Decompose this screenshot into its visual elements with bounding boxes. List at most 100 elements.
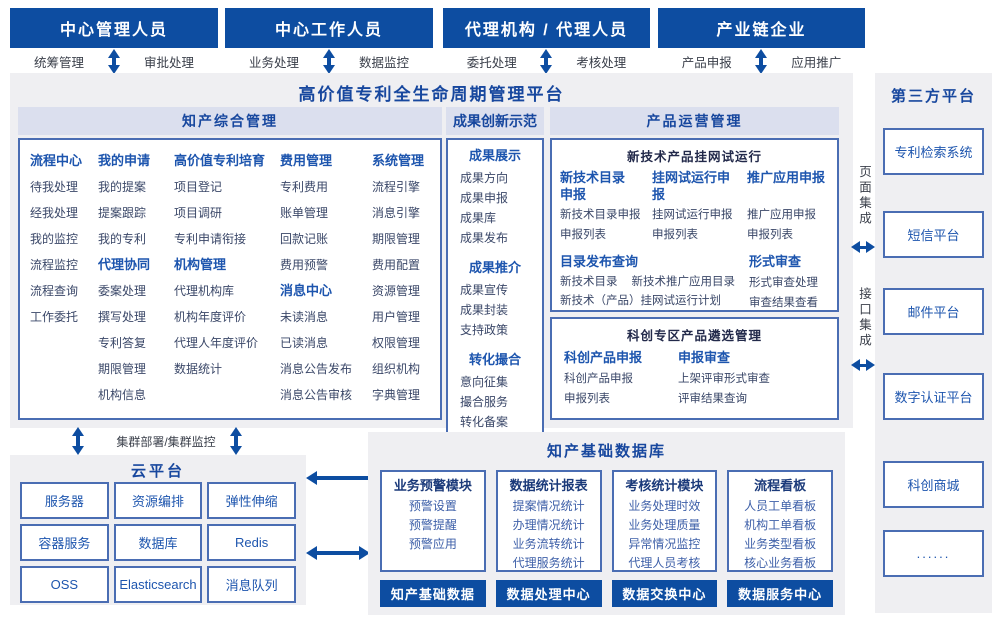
menu-item: 意向征集: [460, 375, 509, 389]
menu-heading: 申报审查: [678, 350, 731, 365]
third-party-panel: 第三方平台 专利检索系统 短信平台 邮件平台 数字认证平台 科创商城 .....…: [875, 73, 992, 613]
up-down-arrow-icon: [755, 48, 768, 74]
section-title: 知产综合管理: [18, 107, 442, 135]
db-footer-bar: 数据交换中心: [611, 580, 718, 607]
platform-panel: 高价值专利全生命周期管理平台 知产综合管理 流程中心 待我处理 经我处理 我的监…: [10, 73, 853, 434]
box-title: 新技术产品挂网试运行: [626, 150, 762, 164]
third-party-box-digital-cert: 数字认证平台: [883, 373, 984, 420]
menu-item: 费用预警: [280, 258, 329, 272]
section-achievement-demo: 成果创新示范 成果展示 成果方向 成果申报 成果库 成果发布 成果推介 成果宣传…: [446, 107, 544, 434]
menu-item: 预警设置: [408, 499, 457, 513]
menu-item: 工作委托: [30, 310, 79, 324]
menu-item: 上架评审形式审查: [678, 373, 771, 385]
third-party-box-sms: 短信平台: [883, 211, 984, 258]
menu-item: 代理人员考核: [628, 556, 701, 570]
left-right-arrow-icon: [851, 241, 875, 253]
menu-item: 期限管理: [98, 362, 147, 376]
menu-item: 流程引擎: [372, 180, 421, 194]
menu-item: 核心业务看板: [744, 556, 817, 570]
menu-heading: 费用管理: [280, 153, 333, 168]
role-label: 业务处理: [248, 55, 299, 70]
menu-heading: 消息中心: [280, 283, 333, 298]
menu-item: 项目登记: [174, 180, 223, 194]
menu-item: 申报列表: [652, 229, 698, 241]
cloud-box-orchestration: 资源编排: [113, 482, 203, 519]
menu-heading: 科创产品申报: [564, 350, 643, 365]
menu-item: 用户管理: [372, 310, 421, 324]
role-title: 代理机构 / 代理人员: [443, 8, 650, 48]
db-module-reports: 数据统计报表 提案情况统计 办理情况统计 业务流转统计 代理服务统计 数据处理中…: [495, 470, 602, 607]
menu-heading: 转化撮合: [468, 352, 521, 367]
menu-item: 新技术目录: [560, 276, 618, 288]
menu-item: 待我处理: [30, 180, 79, 194]
menu-item: 消息公告发布: [280, 362, 353, 376]
role-label: 委托处理: [466, 55, 517, 70]
menu-heading: 推广应用申报: [747, 170, 826, 185]
selection-group: 申报审查 上架评审形式审查 评审结果查询: [678, 347, 770, 409]
cloud-box-redis: Redis: [207, 524, 296, 561]
menu-item: 代理机构库: [174, 284, 235, 298]
third-party-box-email: 邮件平台: [883, 288, 984, 335]
menu-item: 业务类型看板: [744, 537, 817, 551]
role-group-center-staff: 中心工作人员 业务处理 数据监控: [225, 8, 433, 74]
menu-heading: 流程中心: [30, 153, 83, 168]
menu-item: 申报列表: [564, 393, 610, 405]
menu-item: 消息引擎: [372, 206, 421, 220]
menu-item: 权限管理: [372, 336, 421, 350]
cloud-box-elasticsearch: Elasticsearch: [113, 566, 203, 603]
role-group-agencies: 代理机构 / 代理人员 委托处理 考核处理: [443, 8, 650, 74]
role-title: 中心管理人员: [10, 8, 218, 48]
menu-item: 项目调研: [174, 206, 223, 220]
database-panel: 知产基础数据库 业务预警模块 预警设置 预警提醒 预警应用 知产基础数据 数据统…: [368, 432, 845, 615]
role-label: 产品申报: [681, 55, 732, 70]
cloud-title: 云平台: [130, 463, 185, 480]
selection-group: 科创产品申报 科创产品申报 申报列表: [564, 347, 642, 409]
menu-item: 流程监控: [30, 258, 79, 272]
third-party-box-mall: 科创商城: [883, 461, 984, 508]
menu-item: 我的监控: [30, 232, 79, 246]
menu-item: 科创产品申报: [564, 373, 633, 385]
up-down-arrow-icon: [540, 48, 553, 74]
menu-item: 撰写处理: [98, 310, 147, 324]
menu-item: 流程查询: [30, 284, 79, 298]
ip-column-fees: 费用管理 专利费用 账单管理 回款记账 费用预警 消息中心 未读消息 已读消息 …: [280, 148, 372, 418]
menu-item: 回款记账: [280, 232, 329, 246]
role-label: 应用推广: [791, 55, 842, 70]
menu-item: 代理人年度评价: [174, 336, 259, 350]
ip-column-applications: 我的申请 我的提案 提案跟踪 我的专利 代理协同 委案处理 撰写处理 专利答复 …: [98, 148, 174, 418]
menu-item: 我的专利: [98, 232, 147, 246]
menu-item: 成果宣传: [460, 283, 509, 297]
selection-box: 科创专区产品遴选管理 科创产品申报 科创产品申报 申报列表 申报审查 上架评审形…: [550, 317, 839, 420]
catalog-query-group: 目录发布查询 新技术目录新技术推广应用目录 新技术（产品）挂网试运行计划: [560, 251, 749, 313]
third-party-box-patent-search: 专利检索系统: [883, 128, 984, 175]
database-title: 知产基础数据库: [546, 443, 666, 460]
menu-heading: 机构管理: [174, 257, 227, 272]
menu-item: 费用配置: [372, 258, 421, 272]
menu-heading: 成果推介: [468, 260, 521, 275]
page-integration-label: 页面集成: [857, 165, 871, 227]
menu-item: 消息公告审核: [280, 388, 353, 402]
role-group-center-managers: 中心管理人员 统筹管理 审批处理: [10, 8, 218, 74]
up-down-arrow-icon: [230, 427, 242, 455]
third-party-box-more: ......: [883, 530, 984, 577]
menu-heading: 流程看板: [754, 478, 807, 493]
left-arrow-icon: [306, 471, 370, 485]
menu-item: 经我处理: [30, 206, 79, 220]
trial-group: 新技术目录申报 新技术目录申报 申报列表: [560, 169, 652, 245]
menu-heading: 目录发布查询: [560, 254, 639, 269]
menu-item: 成果封装: [460, 303, 509, 317]
menu-item: 数据统计: [174, 362, 223, 376]
menu-item: 撮合服务: [460, 395, 509, 409]
menu-item: 期限管理: [372, 232, 421, 246]
db-footer-bar: 数据服务中心: [727, 580, 833, 607]
menu-item: 专利费用: [280, 180, 329, 194]
menu-item: 评审结果查询: [678, 393, 748, 405]
menu-item: 专利申请衔接: [174, 232, 247, 246]
cloud-box-scaling: 弹性伸缩: [207, 482, 296, 519]
menu-heading: 系统管理: [372, 153, 425, 168]
menu-item: 已读消息: [280, 336, 329, 350]
menu-item: 形式审查处理: [749, 277, 818, 289]
api-integration-label: 接口集成: [857, 287, 871, 349]
menu-item: 业务处理时效: [628, 499, 701, 513]
